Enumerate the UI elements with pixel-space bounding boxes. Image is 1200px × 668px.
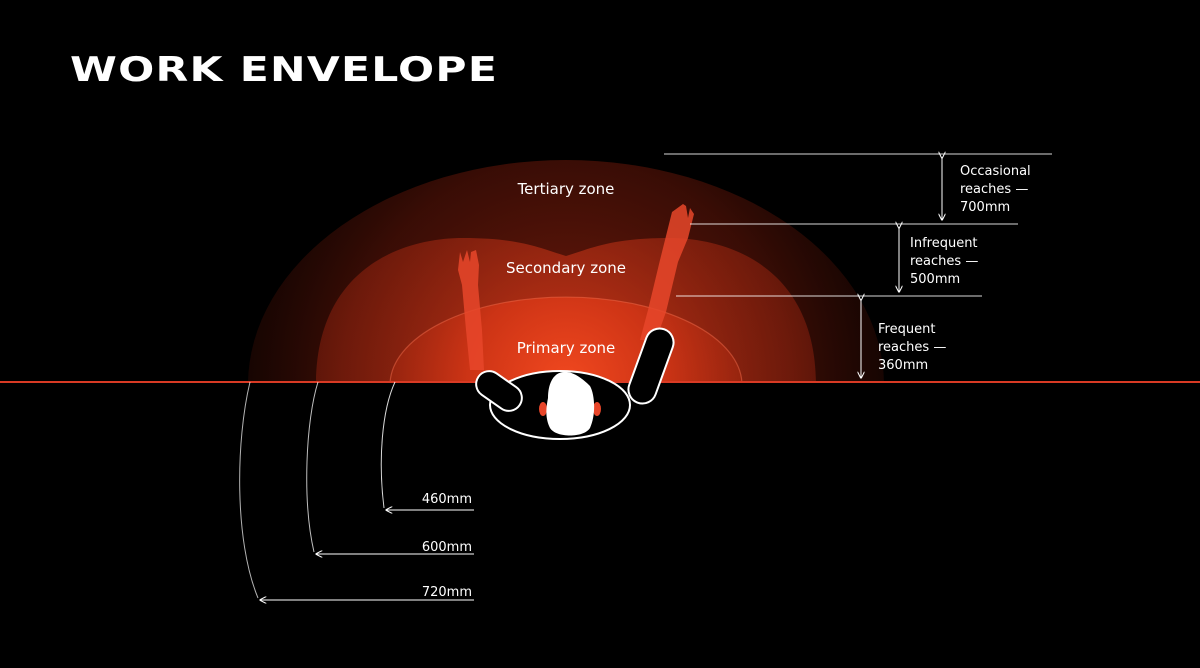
right-arm (627, 327, 675, 405)
raised-arms (458, 204, 694, 370)
vertical-reach-guides (664, 154, 1052, 378)
reach-600-label: 600mm (422, 540, 472, 555)
left-arm (475, 370, 523, 412)
head (546, 371, 595, 436)
reach-460-label: 460mm (422, 492, 472, 507)
tertiary-zone-label: Tertiary zone (517, 180, 615, 198)
secondary-zone-label: Secondary zone (506, 259, 626, 277)
primary-zone-label: Primary zone (517, 339, 616, 357)
occasional-reach-label: Occasional reaches — 700mm (960, 164, 1035, 215)
horizontal-reach-guides (239, 381, 474, 600)
page-title: WORK ENVELOPE (70, 50, 499, 90)
frequent-reach-label: Frequent reaches — 360mm (878, 322, 950, 373)
infrequent-reach-label: Infrequent reaches — 500mm (910, 236, 982, 287)
reach-720-label: 720mm (422, 585, 472, 600)
person-top-view (475, 327, 675, 440)
right-ear (593, 402, 601, 416)
left-ear (539, 402, 547, 416)
reach-zones (248, 160, 884, 382)
